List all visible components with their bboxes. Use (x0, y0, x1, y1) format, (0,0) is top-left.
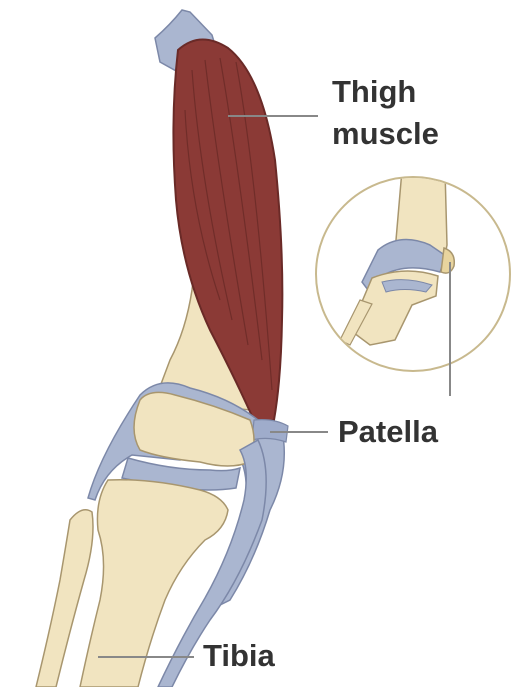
thigh-muscle-label-line2: muscle (332, 113, 439, 155)
thigh-muscle-label-line1: Thigh (332, 71, 439, 113)
tibia-label: Tibia (203, 639, 275, 673)
fibula-bone (36, 510, 93, 687)
patella-label: Patella (338, 415, 438, 449)
inset-close-up (316, 170, 510, 371)
patella-cartilage (252, 420, 288, 442)
thigh-muscle-label: Thigh muscle (332, 71, 439, 155)
